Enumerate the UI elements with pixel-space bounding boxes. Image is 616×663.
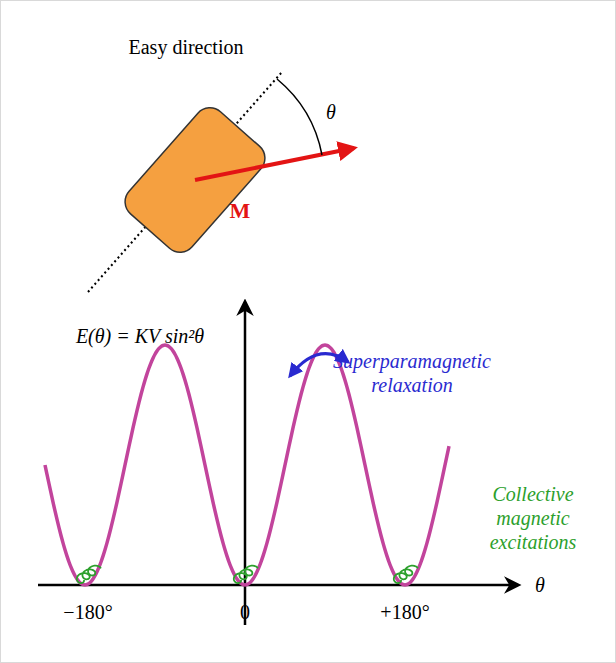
excitation-spiral: [234, 566, 258, 583]
easy-axis: [88, 72, 282, 292]
formula: E(θ) = KV sin²θ: [76, 324, 204, 348]
tick-label: +180°: [380, 600, 429, 624]
vector-label: M: [230, 198, 251, 224]
axis-label: Easy direction: [129, 35, 244, 59]
annotation: Collective magnetic excitations: [458, 482, 608, 554]
angle-label: θ: [326, 100, 336, 124]
annotation: Superparamagnetic relaxation: [325, 349, 500, 397]
tick-label: 0: [240, 600, 250, 624]
excitation-spiral: [77, 566, 101, 583]
axis-label: θ: [535, 573, 545, 597]
magnetization-arrow: [195, 148, 354, 180]
angle-arc: [277, 79, 322, 155]
x-axis: [38, 584, 518, 587]
excitation-spiral: [394, 566, 418, 583]
tick-label: −180°: [63, 600, 112, 624]
